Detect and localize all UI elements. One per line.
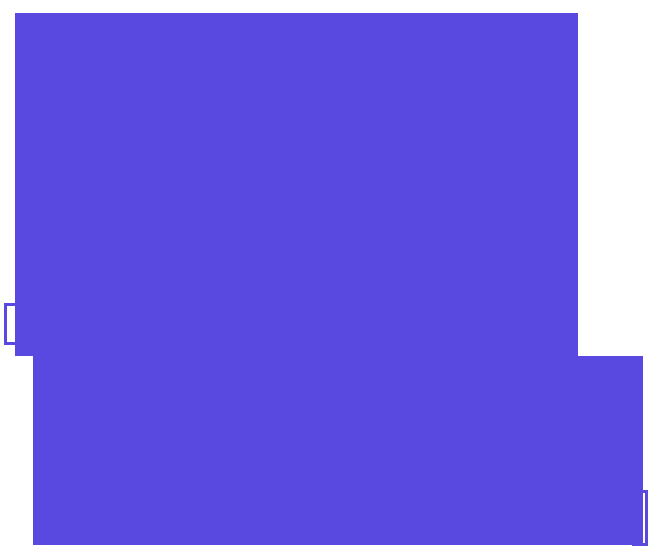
main-step-block	[15, 13, 643, 545]
